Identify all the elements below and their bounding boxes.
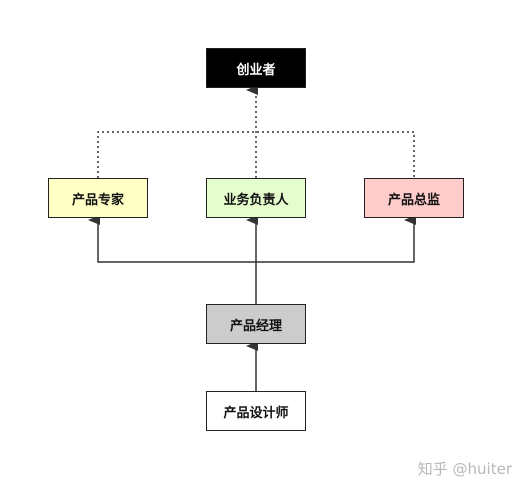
founder-label: 创业者 [236,62,276,78]
product-director-node: 产品总监 [364,178,464,218]
solid-link-branch-to-director [256,215,416,263]
business-owner-node: 业务负责人 [206,178,306,218]
dotted-link-expert-to-founder [97,131,415,178]
zhihu-watermark: 知乎 @huiter [417,460,512,478]
product-expert-node: 产品专家 [48,178,148,218]
product-designer-label: 产品设计师 [223,405,289,421]
product-expert-label: 产品专家 [71,192,124,208]
founder-node: 创业者 [206,48,306,88]
solid-link-branch-to-expert [88,215,256,263]
product-manager-label: 产品经理 [229,318,282,334]
business-owner-label: 业务负责人 [223,192,289,208]
product-designer-node: 产品设计师 [206,391,306,431]
product-director-label: 产品总监 [387,192,440,208]
product-manager-node: 产品经理 [206,304,306,344]
